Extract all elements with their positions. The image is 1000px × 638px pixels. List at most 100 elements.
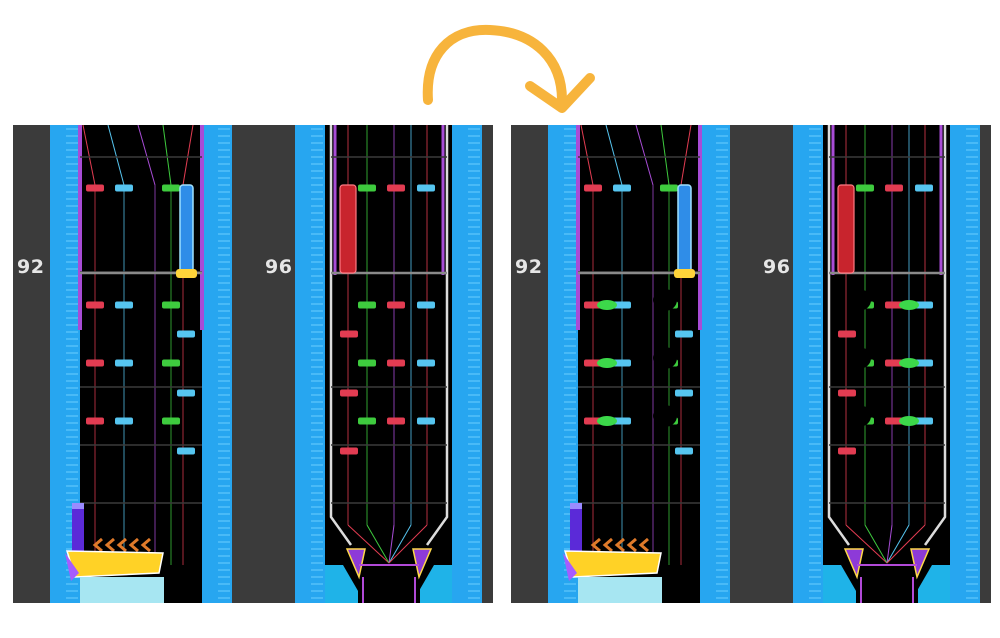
note-gem [915, 359, 933, 367]
chevron-icon [116, 537, 127, 553]
nozzle-side [823, 565, 863, 603]
lane-guide [886, 524, 910, 564]
measure-number: 96 [265, 256, 293, 278]
note-gem [838, 447, 856, 455]
lane-guide [366, 524, 390, 564]
note-gem [675, 389, 693, 397]
panel-after: 92 96 [511, 125, 991, 603]
side-rail [950, 125, 980, 603]
chevron-icon [614, 537, 625, 553]
strum-corner [563, 553, 577, 581]
lane-guide [886, 524, 926, 564]
measure-number: 96 [763, 256, 791, 278]
nozzle-side [412, 565, 452, 603]
added-note [899, 416, 919, 426]
chevron-icon [626, 537, 637, 553]
note-gem [417, 359, 435, 367]
note-gem [675, 330, 693, 338]
chevron-icon [128, 537, 139, 553]
removed-note [847, 289, 871, 311]
note-gem [162, 184, 180, 192]
note-gem [838, 330, 856, 338]
lane-guide [182, 125, 194, 186]
note-gem [584, 301, 602, 309]
hold-note [838, 185, 854, 273]
side-rail [793, 125, 823, 603]
note-gem [584, 184, 602, 192]
nozzle-side [910, 565, 950, 603]
lane-guide [845, 524, 888, 564]
strum-post [570, 505, 582, 553]
note-gem [162, 359, 180, 367]
note-gem [856, 184, 874, 192]
note-gem [177, 389, 195, 397]
removed-note [653, 347, 677, 369]
lane-guide [660, 125, 670, 186]
nozzle-flare [843, 548, 864, 580]
lane-guide [137, 125, 156, 186]
note-gem [387, 184, 405, 192]
note-gem [340, 330, 358, 338]
removed-note [653, 405, 677, 427]
chevron-icon [602, 537, 613, 553]
note-gem [885, 301, 903, 309]
added-note [899, 358, 919, 368]
hold-cap [176, 269, 197, 278]
hold-note [678, 185, 691, 273]
note-gem [915, 301, 933, 309]
added-note [899, 300, 919, 310]
note-gem [115, 301, 133, 309]
lane-guide [347, 524, 390, 564]
side-rail [202, 125, 232, 603]
strum-bar [65, 550, 164, 578]
measure-number: 92 [17, 256, 45, 278]
note-gem [358, 359, 376, 367]
highway-left [50, 125, 232, 603]
note-gem [86, 301, 104, 309]
note-gem [885, 184, 903, 192]
note-gem [417, 301, 435, 309]
strum-base [578, 577, 662, 603]
lane-guide [886, 524, 893, 564]
removed-note [847, 347, 871, 369]
lane-guide [82, 125, 96, 186]
strum-bar [563, 550, 662, 578]
added-note [597, 300, 617, 310]
note-gem [162, 417, 180, 425]
note-gem [613, 184, 631, 192]
lane-guide [388, 524, 395, 564]
note-gem [115, 184, 133, 192]
lane-guide [580, 125, 594, 186]
note-gem [613, 301, 631, 309]
note-gem [115, 417, 133, 425]
note-gem [387, 359, 405, 367]
note-gem [115, 359, 133, 367]
note-gem [660, 184, 678, 192]
note-gem [86, 184, 104, 192]
note-gem [340, 447, 358, 455]
note-gem [584, 417, 602, 425]
strum-post-cap [72, 503, 84, 509]
strum-base [80, 577, 164, 603]
chevron-icon [92, 537, 103, 553]
note-gem [915, 417, 933, 425]
lane-guide [635, 125, 654, 186]
hold-outline [339, 184, 357, 274]
highway-edge [827, 125, 947, 546]
lane-guide [162, 125, 172, 186]
removed-note [653, 289, 677, 311]
side-rail [452, 125, 482, 603]
nozzle-side [325, 565, 365, 603]
chevron-icon [140, 537, 151, 553]
note-gem [358, 301, 376, 309]
chevron-icon [638, 537, 649, 553]
note-gem [387, 417, 405, 425]
note-gem [358, 417, 376, 425]
lane-guide [605, 125, 623, 186]
strum-corner [65, 553, 79, 581]
added-note [597, 416, 617, 426]
nozzle-center [856, 565, 918, 603]
hold-outline [837, 184, 855, 274]
nozzle-flare [910, 548, 931, 580]
note-gem [177, 447, 195, 455]
